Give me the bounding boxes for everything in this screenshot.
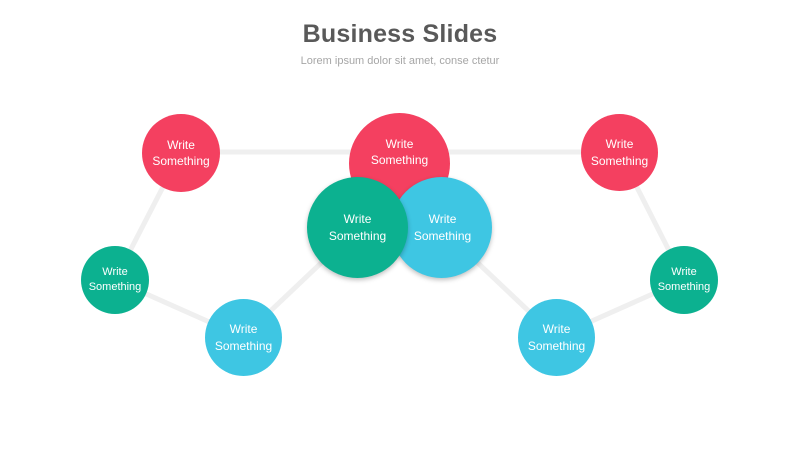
node-right-top-line1: Write xyxy=(605,137,634,152)
node-left-mid-line1: Write xyxy=(102,266,128,279)
page-subtitle: Lorem ipsum dolor sit amet, conse ctetur xyxy=(300,55,500,67)
node-left-mid: Write Something xyxy=(81,246,149,314)
node-right-top-line2: Something xyxy=(590,153,649,168)
node-left-mid-line2: Something xyxy=(88,281,142,293)
node-right-mid-line2: Something xyxy=(657,281,711,293)
node-center-blue-line2: Something xyxy=(413,228,472,243)
node-center-teal: Write Something xyxy=(307,177,408,278)
node-left-top-line2: Something xyxy=(152,154,210,168)
node-left-top: Write Something xyxy=(142,114,220,192)
node-center-teal-line1: Write xyxy=(343,212,372,227)
page-title: Business Slides xyxy=(302,20,498,48)
node-left-bottom: Write Something xyxy=(205,299,282,376)
node-right-top: Write Something xyxy=(581,114,658,191)
node-center-blue-line1: Write xyxy=(428,212,457,227)
node-right-bottom: Write Something xyxy=(518,299,595,376)
node-right-mid: Write Something xyxy=(650,246,718,314)
node-right-bottom-line1: Write xyxy=(542,322,571,337)
node-left-bottom-line2: Something xyxy=(214,338,273,353)
node-left-top-line1: Write xyxy=(167,137,195,152)
node-center-teal-line2: Something xyxy=(328,228,387,243)
node-center-top-line1: Write xyxy=(385,137,414,151)
node-right-mid-line1: Write xyxy=(671,266,697,279)
node-left-bottom-line1: Write xyxy=(229,322,258,337)
node-right-bottom-line2: Something xyxy=(527,338,586,353)
node-center-top-line2: Something xyxy=(370,153,429,168)
